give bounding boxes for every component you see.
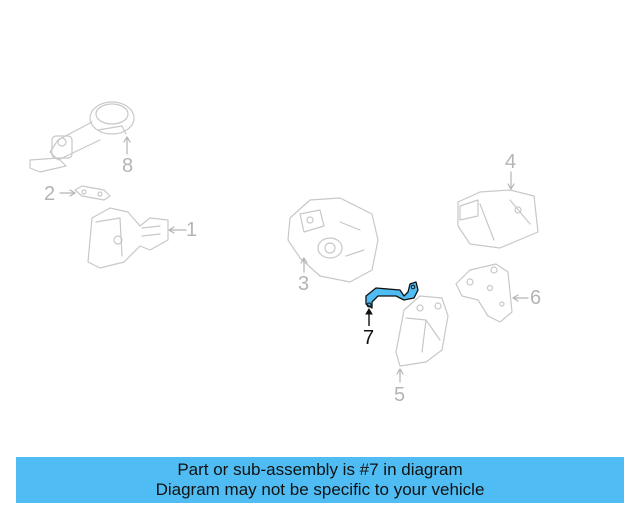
parts-diagram: 8 2 1 3 4 6 5 7 bbox=[29, 101, 542, 406]
callout-1[interactable]: 1 bbox=[186, 219, 198, 241]
callout-2[interactable]: 2 bbox=[44, 183, 56, 205]
callout-5[interactable]: 5 bbox=[394, 384, 406, 406]
banner-disclaimer: Diagram may not be specific to your vehi… bbox=[155, 480, 485, 499]
part-4-upper-mount[interactable] bbox=[457, 189, 539, 249]
diagram-canvas bbox=[29, 101, 539, 383]
part-6-right-bracket[interactable] bbox=[455, 263, 513, 323]
callout-6[interactable]: 6 bbox=[530, 287, 542, 309]
part-3-mount-assembly[interactable] bbox=[287, 197, 379, 283]
callout-7[interactable]: 7 bbox=[363, 327, 375, 349]
part-5-lower-bracket[interactable] bbox=[395, 295, 449, 367]
callout-4[interactable]: 4 bbox=[505, 151, 517, 173]
part-8-torque-rod[interactable] bbox=[29, 101, 135, 173]
banner-part-note: Part or sub-assembly is #7 in diagram bbox=[177, 460, 463, 479]
callout-3[interactable]: 3 bbox=[298, 273, 310, 295]
part-7-strut-highlighted[interactable] bbox=[365, 281, 419, 309]
part-2-plate[interactable] bbox=[74, 185, 111, 201]
part-1-bracket[interactable] bbox=[87, 207, 169, 269]
callout-8[interactable]: 8 bbox=[122, 155, 134, 177]
info-banner: Part or sub-assembly is #7 in diagram Di… bbox=[16, 457, 624, 503]
